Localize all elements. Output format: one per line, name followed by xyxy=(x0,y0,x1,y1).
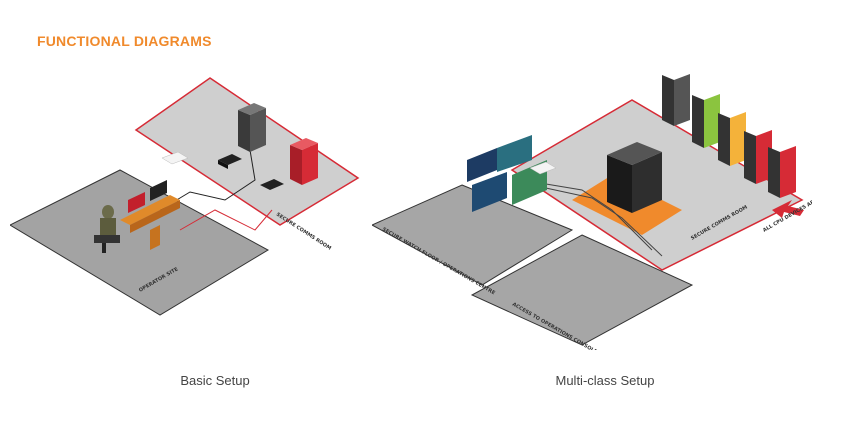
basic-setup-diagram: OPERATOR SITE SECURE COMMS ROOM xyxy=(10,77,360,316)
operator-site-floor xyxy=(10,169,270,316)
red-server-icon xyxy=(290,138,318,185)
multiclass-setup-caption: Multi-class Setup xyxy=(555,373,655,388)
server-tower-icon xyxy=(238,103,266,152)
operations-floor xyxy=(372,184,574,286)
section-heading: FUNCTIONAL DIAGRAMS xyxy=(37,33,212,49)
callout-arrow-icon xyxy=(772,200,804,218)
secure-room-label: SECURE COMMS ROOM xyxy=(275,212,332,252)
multiclass-setup-diagram: ALL CPU DEVICES ARE ISOLATED SECURE COMM… xyxy=(372,74,812,350)
operator-figure-icon xyxy=(94,205,120,253)
printer-icon xyxy=(161,151,189,165)
access-floor xyxy=(470,234,694,346)
central-rack-icon xyxy=(607,142,662,213)
kvm-box-icon xyxy=(218,154,284,190)
operator-desk-icon xyxy=(120,180,180,250)
printer-icon xyxy=(529,161,557,175)
video-wall-icon xyxy=(467,135,547,212)
basic-setup-caption: Basic Setup xyxy=(180,373,250,388)
server-cabinets-icon xyxy=(662,74,796,198)
